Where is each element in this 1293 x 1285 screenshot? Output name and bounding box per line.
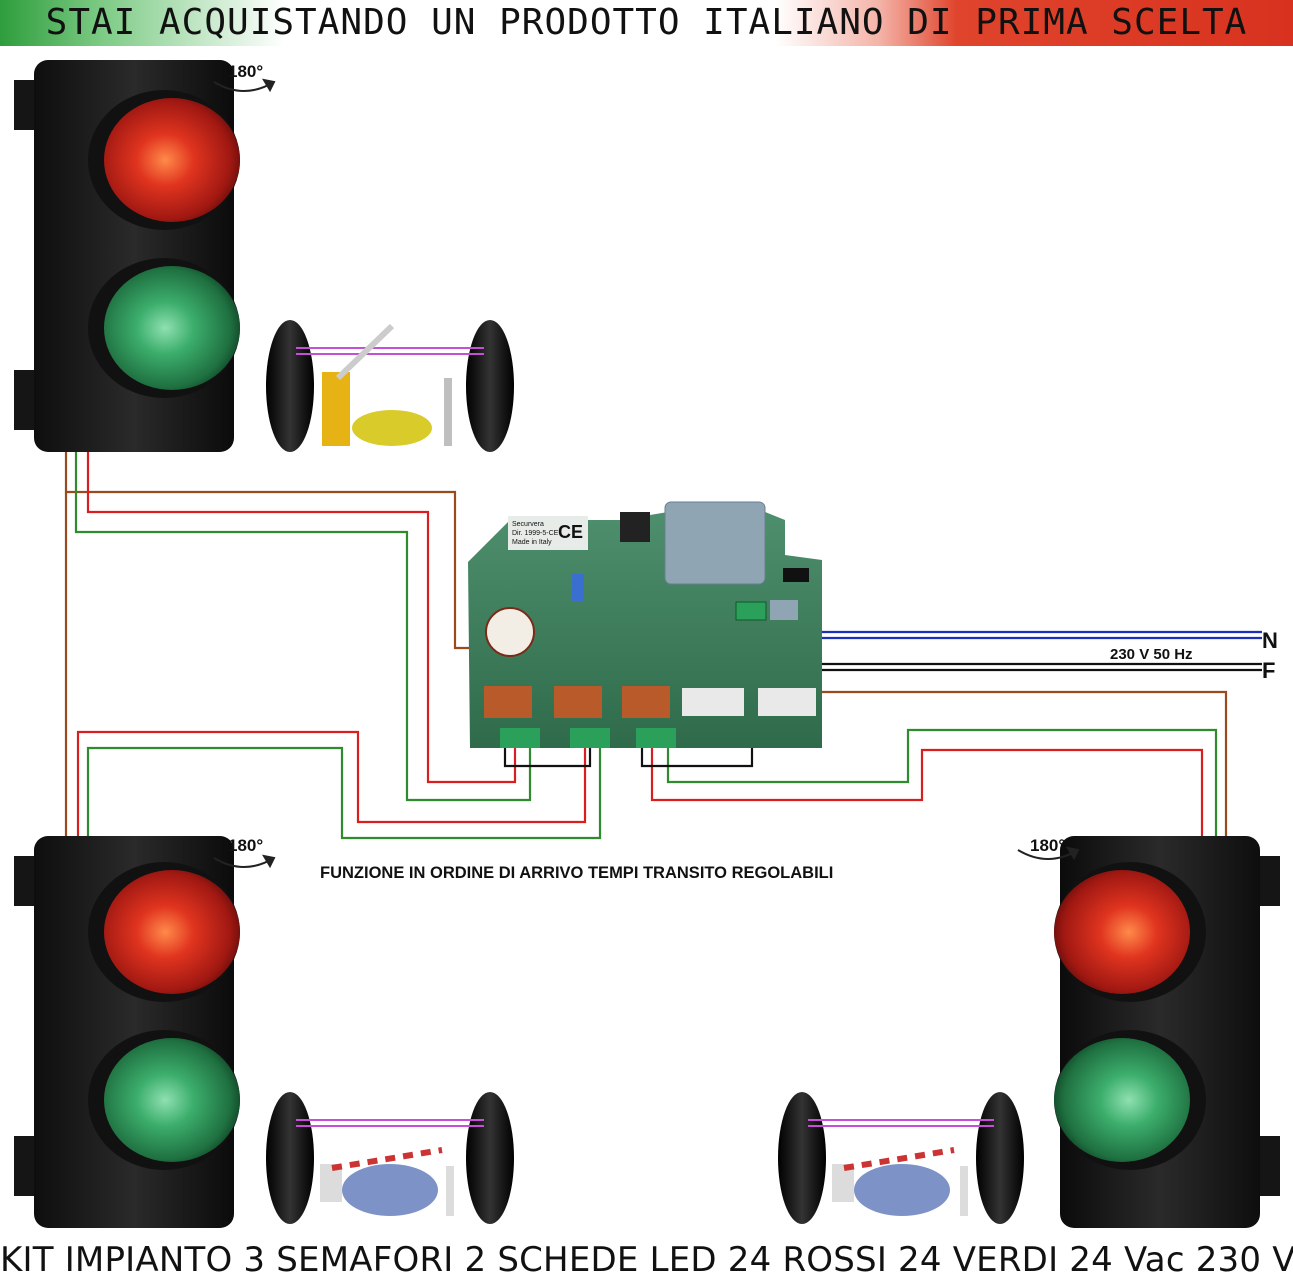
board-dir: Dir. 1999-5-CE: [512, 530, 559, 537]
wire-blue-neutral-2: [794, 612, 1262, 640]
rotation-icons: [213, 78, 1080, 869]
wire-black-bl: [503, 748, 592, 768]
wire-green-bl: [86, 746, 602, 840]
photocell-pair-bottom-left: [266, 1092, 514, 1224]
rotation-label-top-left: 180°: [228, 62, 264, 81]
banner-text: STAI ACQUISTANDO UN PRODOTTO ITALIANO DI…: [45, 2, 1248, 43]
function-description: FUNZIONE IN ORDINE DI ARRIVO TEMPI TRANS…: [320, 864, 834, 882]
kit-title: KIT IMPIANTO 3 SEMAFORI 2 SCHEDE LED 24 …: [0, 1240, 1293, 1280]
wire-green-right: [666, 728, 1218, 840]
securvera-badge: [485, 607, 535, 657]
wire-red-right: [650, 748, 1204, 840]
wire-black-mid: [640, 748, 754, 768]
wire-red-bl: [76, 730, 587, 840]
wire-green-top: [74, 450, 532, 802]
traffic-light-top-left: [14, 60, 240, 452]
traffic-light-bottom-left: [14, 836, 240, 1228]
wire-red-top: [86, 450, 517, 784]
rotation-label-bottom-left: 180°: [228, 836, 264, 855]
italian-flag-banner: STAI ACQUISTANDO UN PRODOTTO ITALIANO DI…: [0, 0, 1293, 46]
wire-blue-neutral: [788, 612, 1262, 634]
board-origin: Made in Italy: [512, 539, 552, 546]
ce-mark: CE: [558, 522, 584, 542]
photocell-pair-bottom-right: [778, 1092, 1024, 1224]
power-supply-label: 230 V 50 Hz: [1110, 646, 1193, 663]
traffic-light-right: [1054, 836, 1280, 1228]
rotation-label-right: 180°: [1030, 836, 1066, 855]
board-brand: Securvera: [512, 521, 544, 528]
phase-label: F: [1262, 658, 1276, 683]
control-board: [468, 501, 822, 748]
photocell-pair-top: [266, 320, 514, 452]
neutral-label: N: [1262, 628, 1278, 653]
transformer: [664, 501, 766, 585]
